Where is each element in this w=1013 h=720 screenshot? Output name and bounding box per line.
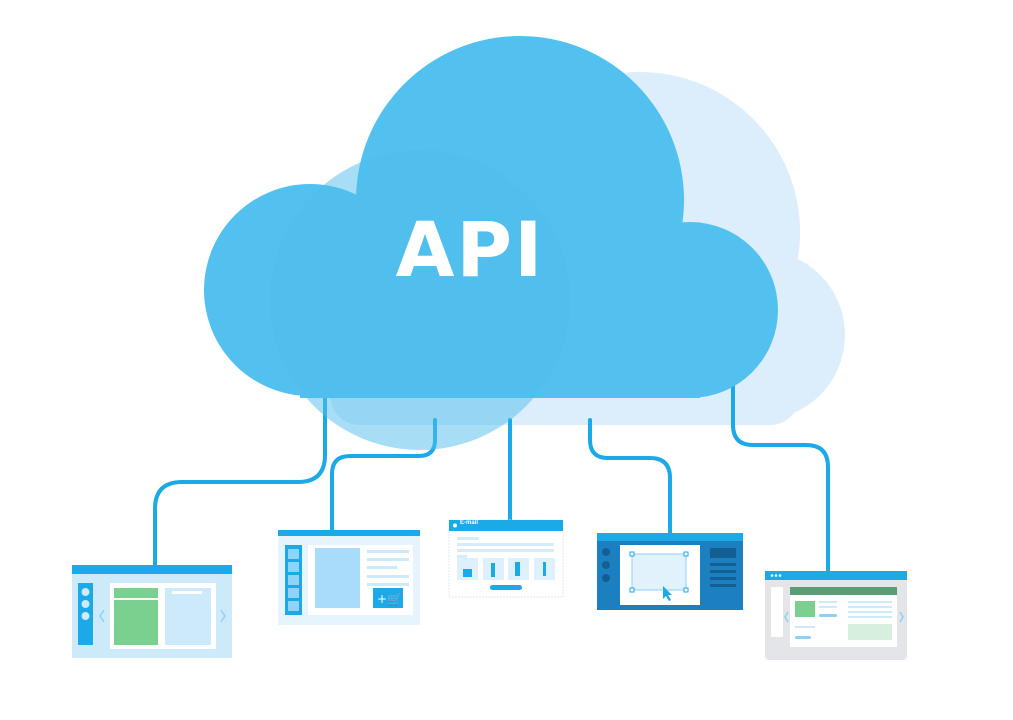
connector-4 [588,418,672,536]
svg-text:+🛒: +🛒 [377,592,402,606]
connector-1 [153,393,327,568]
editor-window [597,533,743,610]
email-window-title: E-mail [460,520,479,526]
gallery-window [72,565,232,658]
catalog-window [765,571,907,660]
connector-5 [731,378,830,574]
shop-window: +🛒 [278,530,420,625]
api-cloud [204,36,778,450]
api-label: API [395,205,545,294]
cursor-icon [663,586,672,601]
email-cta-button [490,585,522,590]
email-window [448,519,564,598]
add-to-cart-button [373,588,403,608]
